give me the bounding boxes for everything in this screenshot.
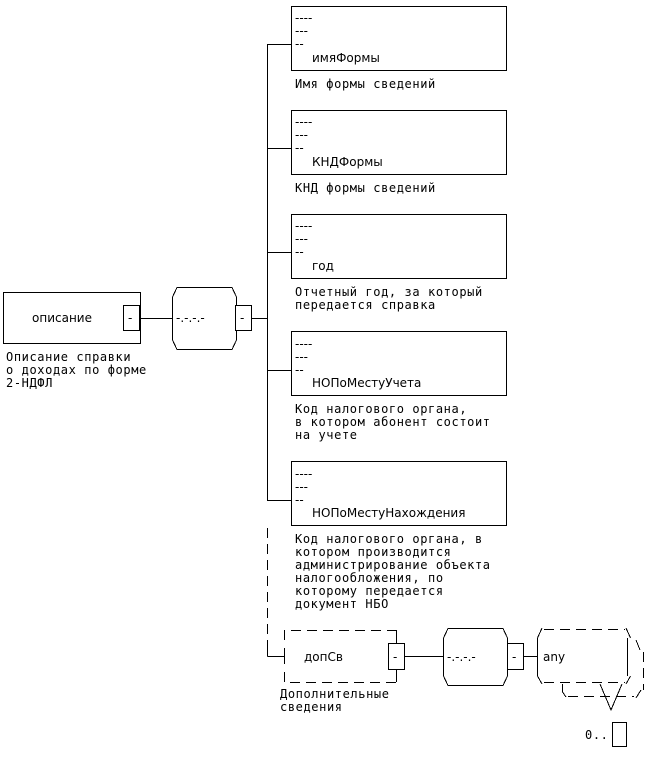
sequence-compositor-2[interactable]: -.-.-.- - bbox=[443, 628, 524, 686]
element-description: передается справка bbox=[295, 298, 436, 312]
any-edge bbox=[625, 627, 631, 639]
element-label: КНДФормы bbox=[312, 155, 383, 169]
attr-mark: ---- bbox=[295, 467, 312, 481]
sequence-collapse-symbol: - bbox=[240, 311, 244, 325]
attr-mark: ---- bbox=[295, 11, 312, 25]
element-description: в котором абонент состоит bbox=[295, 415, 491, 429]
element-box[interactable] bbox=[291, 331, 507, 396]
element-description: Имя формы сведений bbox=[295, 77, 436, 91]
any-edge bbox=[537, 675, 543, 685]
any-shadow-edge bbox=[562, 691, 567, 698]
element-label: имяФормы bbox=[312, 51, 380, 65]
sequence-symbol: -.-.-.- bbox=[176, 311, 205, 325]
any-shadow-edge bbox=[635, 689, 642, 699]
cardinality-marker bbox=[612, 722, 627, 747]
element-description: Код налогового органа, в bbox=[295, 532, 483, 546]
optional-box-bottom bbox=[284, 672, 396, 683]
root-collapse-symbol: - bbox=[128, 311, 132, 325]
element-god[interactable]: ---- --- -- год bbox=[267, 214, 507, 279]
root-description-line: Описание справки bbox=[6, 350, 131, 364]
root-element-box[interactable] bbox=[3, 292, 141, 344]
element-imyaformy[interactable]: ---- --- -- имяФормы bbox=[267, 6, 507, 71]
element-description: налогообложения, по bbox=[295, 571, 444, 585]
sequence-top-edge bbox=[443, 628, 508, 639]
element-nopomestuucheta[interactable]: ---- --- -- НОПоМестуУчета bbox=[267, 331, 507, 396]
element-description: Код налогового органа, bbox=[295, 402, 467, 416]
cardinality-pointer bbox=[599, 683, 623, 712]
sequence-compositor[interactable]: -.-.-.- - bbox=[172, 287, 252, 350]
sequence-symbol: -.-.-.- bbox=[447, 650, 476, 664]
sequence-top-edge bbox=[172, 287, 237, 298]
element-description: сведения bbox=[280, 700, 343, 714]
attr-mark: ---- bbox=[295, 115, 312, 129]
element-box[interactable] bbox=[291, 110, 507, 175]
root-description: Описание справки о доходах по форме 2-НД… bbox=[6, 350, 147, 390]
attr-mark: -- bbox=[295, 493, 304, 507]
root-description-line: о доходах по форме bbox=[6, 363, 147, 377]
element-description: Отчетный год, за который bbox=[295, 285, 483, 299]
attr-mark: --- bbox=[295, 232, 308, 246]
attr-mark: ---- bbox=[295, 337, 312, 351]
element-label: НОПоМестуУчета bbox=[312, 376, 421, 390]
element-label: допСв bbox=[304, 650, 343, 664]
attr-mark: --- bbox=[295, 350, 308, 364]
element-box[interactable] bbox=[291, 461, 507, 526]
attr-mark: --- bbox=[295, 480, 308, 494]
any-edge bbox=[625, 675, 631, 685]
element-description: которому передается bbox=[295, 584, 444, 598]
element-box[interactable] bbox=[291, 214, 507, 279]
attr-mark: ---- bbox=[295, 219, 312, 233]
attr-mark: -- bbox=[295, 363, 304, 377]
root-element[interactable]: описание - bbox=[3, 292, 141, 344]
attr-mark: -- bbox=[295, 245, 304, 259]
attr-mark: --- bbox=[295, 24, 308, 38]
element-box[interactable] bbox=[291, 6, 507, 71]
dopsv-collapse-symbol: - bbox=[393, 650, 397, 664]
attr-mark: -- bbox=[295, 37, 304, 51]
element-label: год bbox=[312, 259, 334, 273]
element-description: Дополнительные bbox=[280, 687, 390, 701]
root-description-line: 2-НДФЛ bbox=[6, 376, 53, 390]
any-shadow-edge bbox=[635, 639, 641, 651]
element-description: администрирование объекта bbox=[295, 558, 491, 572]
element-description: котором производится bbox=[295, 545, 452, 559]
sequence-bottom-edge bbox=[443, 675, 508, 686]
attr-mark: --- bbox=[295, 128, 308, 142]
element-kndformy[interactable]: ---- --- -- КНДФормы bbox=[267, 110, 507, 175]
element-any[interactable]: any 0.. bbox=[537, 627, 644, 747]
element-description: на учете bbox=[295, 428, 358, 442]
element-label: any bbox=[543, 650, 565, 664]
root-collapse-button[interactable] bbox=[123, 305, 140, 331]
sequence-2-collapse-symbol: - bbox=[512, 650, 516, 664]
attr-mark: -- bbox=[295, 141, 304, 155]
element-description: КНД формы сведений bbox=[295, 181, 436, 195]
root-element-label: описание bbox=[32, 311, 92, 325]
cardinality-label: 0.. bbox=[585, 728, 608, 742]
element-nopomestunakhozhdeniya[interactable]: ---- --- -- НОПоМестуНахождения bbox=[267, 461, 507, 526]
element-dopsv[interactable]: допСв - bbox=[284, 630, 405, 683]
optional-box-top bbox=[284, 630, 396, 640]
any-edge bbox=[537, 627, 543, 639]
element-description: документ НБО bbox=[295, 597, 389, 611]
sequence-bottom-edge bbox=[172, 339, 237, 350]
element-label: НОПоМестуНахождения bbox=[312, 506, 465, 520]
